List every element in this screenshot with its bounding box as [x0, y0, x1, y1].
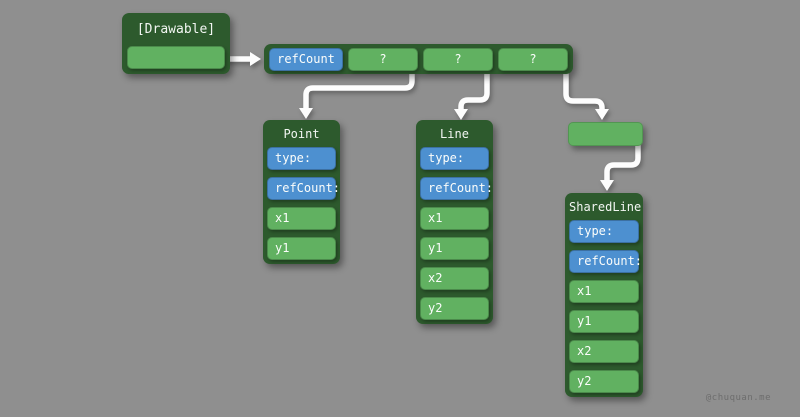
arrow-drawable-to-array [225, 52, 261, 66]
point-field-y1: y1 [267, 237, 336, 260]
arrow-slot1-to-point [299, 73, 415, 119]
point-field-x1: x1 [267, 207, 336, 230]
struct-point-title: Point [283, 127, 320, 141]
struct-sharedline: SharedLine type: refCount: x1 y1 x2 y2 [565, 193, 643, 397]
line-field-x1: x1 [420, 207, 489, 230]
struct-sharedline-title: SharedLine [569, 200, 642, 214]
drawable-title: [Drawable] [136, 22, 216, 37]
struct-point: Point type: refCount: x1 y1 [263, 120, 340, 264]
sharedline-field-y2: y2 [569, 370, 639, 393]
sharedline-field-x1: x1 [569, 280, 639, 303]
array-slot-2: ? [423, 47, 493, 71]
sharedline-field-y1: y1 [569, 310, 639, 333]
struct-line-title: Line [440, 127, 469, 141]
line-field-x2: x2 [420, 267, 489, 290]
array-node: refCount ? ? ? [264, 44, 573, 74]
sharedline-field-x2: x2 [569, 340, 639, 363]
line-field-refcount: refCount: [420, 177, 493, 200]
point-field-type: type: [267, 147, 336, 170]
watermark-credit: @chuquan.me [705, 393, 771, 403]
point-field-refcount: refCount: [267, 177, 340, 200]
shared-pointer-cell [568, 122, 643, 146]
array-slot-1: ? [348, 47, 418, 71]
arrow-slot2-to-line [454, 73, 490, 120]
array-cell-refcount: refCount [269, 47, 343, 71]
struct-line: Line type: refCount: x1 y1 x2 y2 [416, 120, 493, 324]
line-field-y2: y2 [420, 297, 489, 320]
arrow-shared-cell-to-sharedline [600, 144, 641, 191]
drawable-pointer-cell [127, 46, 225, 69]
drawable-node: [Drawable] [122, 13, 230, 74]
sharedline-field-refcount: refCount: [569, 250, 642, 273]
sharedline-field-type: type: [569, 220, 639, 243]
line-field-type: type: [420, 147, 489, 170]
line-field-y1: y1 [420, 237, 489, 260]
array-slot-3: ? [498, 47, 568, 71]
arrow-slot3-to-shared-cell [563, 73, 609, 120]
